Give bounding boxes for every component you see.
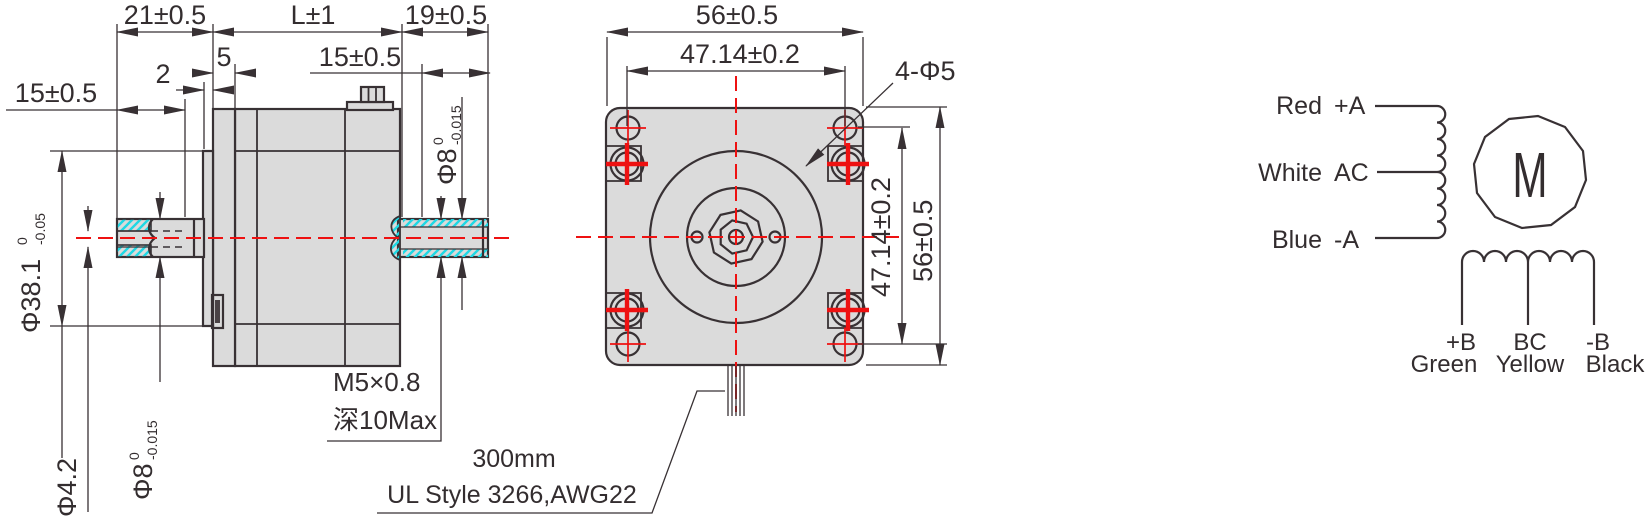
dia-front-shaft-tol-bot: -0.015 — [144, 420, 160, 460]
dia-boss-tol-bot: -0.05 — [32, 213, 48, 245]
dim-front-width: 56±0.5 — [606, 0, 864, 37]
terminal-label-bc: BC — [1513, 329, 1546, 356]
dia-rear-shaft-tol-top: 0 — [430, 137, 446, 145]
screw-head — [827, 143, 869, 185]
thread-depth-label: 深10Max — [333, 405, 437, 435]
dim-body-length: L±1 — [212, 0, 403, 37]
cable-spec-label: UL Style 3266,AWG22 — [387, 481, 637, 509]
screw-head — [606, 143, 648, 185]
thread-hatch-bottom — [403, 249, 488, 257]
dim-hole-spacing-h: 47.14±0.2 — [626, 39, 846, 76]
dim-label: 56±0.5 — [908, 200, 938, 282]
dim-front-height: 56±0.5 — [908, 106, 945, 366]
dim-label: 15±0.5 — [15, 78, 97, 108]
dim-shaft-rear-length: 19±0.5 — [401, 0, 489, 37]
dim-front-shaft-diameter: Φ8 0 -0.015 — [126, 192, 165, 500]
dim-bore-diameter: Φ4.2 — [52, 206, 93, 517]
dim-label: 47.14±0.2 — [866, 177, 896, 297]
wire-label-white: White — [1258, 159, 1322, 187]
terminal-label-ac: AC — [1334, 159, 1369, 187]
cable-length-label: 300mm — [472, 445, 555, 473]
thread-callout: M5×0.8 深10Max — [327, 256, 446, 442]
motor-symbol: M — [1472, 114, 1588, 230]
wire-label-yellow: Yellow — [1496, 351, 1565, 378]
dim-label: L±1 — [291, 0, 336, 30]
dia-bore-label: Φ4.2 — [52, 458, 82, 517]
mounting-hole — [827, 326, 863, 362]
motor-symbol-letter: M — [1512, 140, 1547, 211]
dia-rear-shaft-label: Φ8 — [432, 148, 462, 185]
wire-label-blue: Blue — [1272, 226, 1322, 254]
assembly-screws — [606, 143, 869, 331]
dim-label: 19±0.5 — [405, 0, 487, 30]
hole-callout-label: 4-Φ5 — [895, 56, 956, 86]
dim-label: 5 — [216, 42, 231, 72]
dim-thread-length: 15±0.5 — [310, 42, 491, 78]
dia-front-shaft-tol-top: 0 — [126, 452, 142, 460]
dim-label: 56±0.5 — [696, 0, 778, 30]
terminal-label-plus-a: +A — [1334, 92, 1366, 120]
dim-boss-diameter: Φ38.1 0 -0.05 — [14, 150, 67, 458]
motor-body-outline — [201, 85, 402, 368]
dim-label: 15±0.5 — [319, 42, 401, 72]
phase-a: Red +A White AC Blue -A — [1258, 92, 1447, 254]
dim-label: 21±0.5 — [124, 0, 206, 30]
thread-spec-label: M5×0.8 — [333, 367, 420, 397]
dim-label: 47.14±0.2 — [680, 39, 800, 69]
wiring-diagram: Red +A White AC Blue -A M +B BC -B Green… — [1258, 92, 1645, 378]
dim-hole-spacing-v: 47.14±0.2 — [866, 127, 907, 345]
terminal-label-plus-b: +B — [1446, 329, 1476, 356]
dim-shaft-front-length: 21±0.5 — [116, 0, 214, 37]
cable-bundle — [727, 366, 745, 416]
dim-rear-shaft-diameter: Φ8 0 -0.015 — [430, 97, 467, 310]
screw-head — [606, 289, 648, 331]
side-extension-lines — [50, 24, 489, 327]
front-view: 56±0.5 47.14±0.2 47.14±0.2 56±0.5 4-Φ5 — [377, 0, 956, 514]
dim-plate-thickness: 5 — [192, 42, 256, 78]
hub-hatch-bottom — [116, 244, 152, 258]
mounting-hole — [610, 110, 646, 146]
dia-boss-tol-top: 0 — [14, 237, 30, 245]
phase-b: +B BC -B Green Yellow Black — [1411, 249, 1646, 378]
side-view: 21±0.5 L±1 19±0.5 5 15±0.5 2 15±0. — [6, 0, 512, 517]
wire-label-green: Green — [1411, 351, 1478, 378]
wire-label-red: Red — [1276, 92, 1322, 120]
mounting-holes — [610, 110, 863, 362]
thread-hatch-top — [403, 219, 488, 227]
hole-callout: 4-Φ5 — [805, 56, 956, 167]
cable-note: 300mm UL Style 3266,AWG22 — [377, 390, 725, 514]
dia-front-shaft-label: Φ8 — [128, 463, 158, 500]
dim-boss-thickness: 2 — [155, 59, 234, 95]
motor-circle — [1472, 114, 1588, 230]
dim-label: 2 — [155, 59, 170, 89]
terminal-label-minus-a: -A — [1334, 226, 1359, 254]
wire-label-black: Black — [1586, 351, 1646, 378]
dia-boss-label: Φ38.1 — [16, 259, 46, 333]
plate-tab — [210, 293, 225, 330]
mounting-hole — [610, 326, 646, 362]
connector — [345, 85, 395, 112]
screw-head — [827, 289, 869, 331]
hub-hatch-top — [116, 218, 152, 232]
dim-bore-depth: 15±0.5 — [6, 78, 186, 115]
terminal-label-minus-b: -B — [1586, 329, 1610, 356]
dia-rear-shaft-tol-bot: -0.015 — [448, 105, 464, 145]
